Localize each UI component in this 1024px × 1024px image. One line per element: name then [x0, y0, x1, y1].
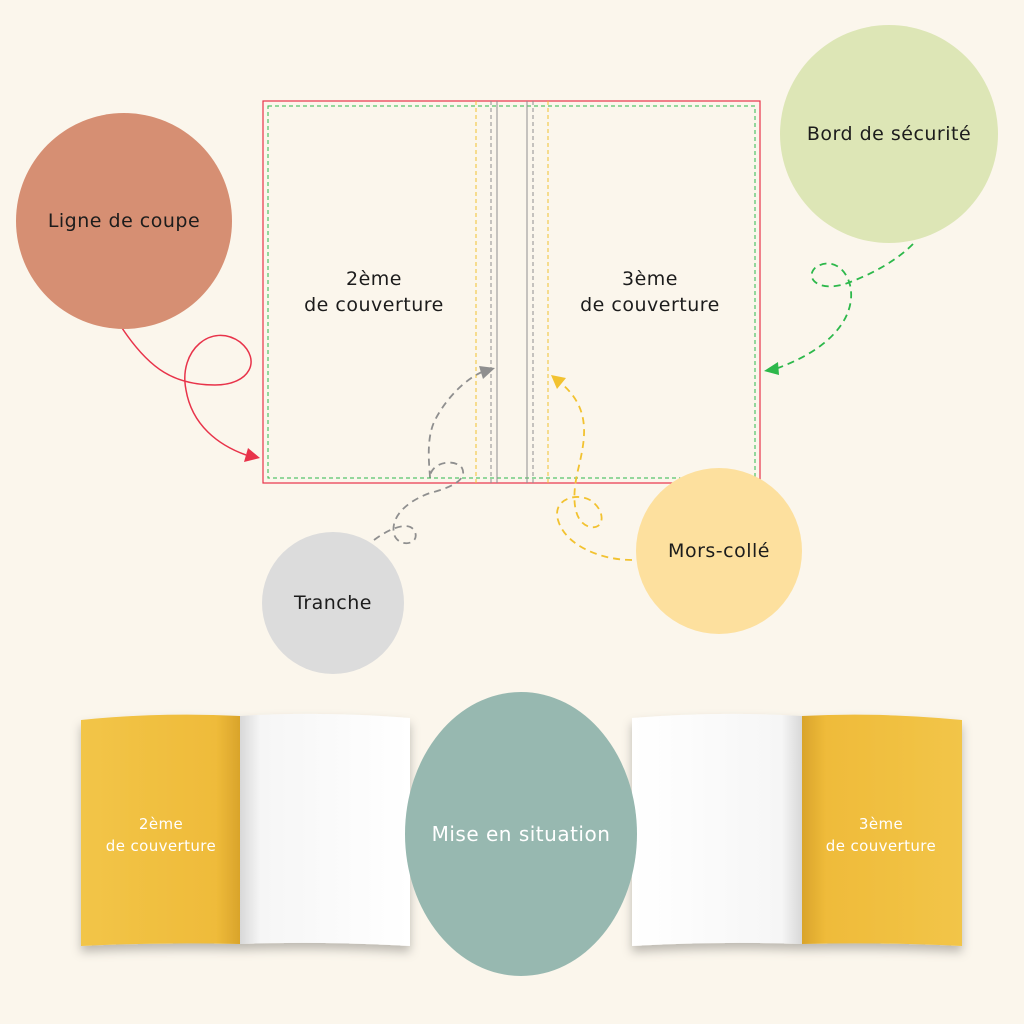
hinge-arrowhead: [551, 375, 566, 389]
right-page-shape: [632, 713, 802, 946]
hinge-arrow: [556, 383, 633, 561]
cut-line-arrow: [121, 327, 252, 456]
right-cover-shape: [802, 714, 962, 946]
scene-circle: Mise en situation: [405, 692, 637, 976]
right-panel-label: 3ème de couverture: [580, 268, 720, 316]
safety-edge-arrowhead: [764, 362, 779, 375]
mockup-left: [81, 713, 410, 946]
spine-arrow: [373, 371, 483, 545]
left-page-shape: [240, 713, 410, 946]
safety-edge-arrow: [777, 243, 914, 369]
scene-circle-label: Mise en situation: [431, 822, 611, 846]
safety-edge-rect: [267, 105, 756, 479]
spine-callout: Tranche: [262, 532, 404, 674]
safety-edge-callout: Bord de sécurité: [780, 25, 998, 243]
hinge-callout: Mors-collé: [636, 468, 802, 634]
left-panel-label: 2ème de couverture: [304, 268, 444, 316]
safety-edge-callout-label: Bord de sécurité: [806, 123, 972, 145]
spine-callout-label: Tranche: [294, 592, 372, 614]
left-cover-shape: [81, 714, 240, 946]
cut-line-callout: Ligne de coupe: [16, 113, 232, 329]
cut-line-callout-label: Ligne de coupe: [47, 210, 201, 232]
right-cover-label: 3ème de couverture: [825, 815, 937, 855]
cut-line-rect: [262, 100, 761, 484]
cut-line-arrowhead: [244, 448, 260, 462]
spine-arrowhead: [479, 366, 495, 379]
mockup-right: [632, 713, 962, 946]
hinge-callout-label: Mors-collé: [668, 540, 770, 562]
left-cover-label: 2ème de couverture: [105, 815, 217, 855]
